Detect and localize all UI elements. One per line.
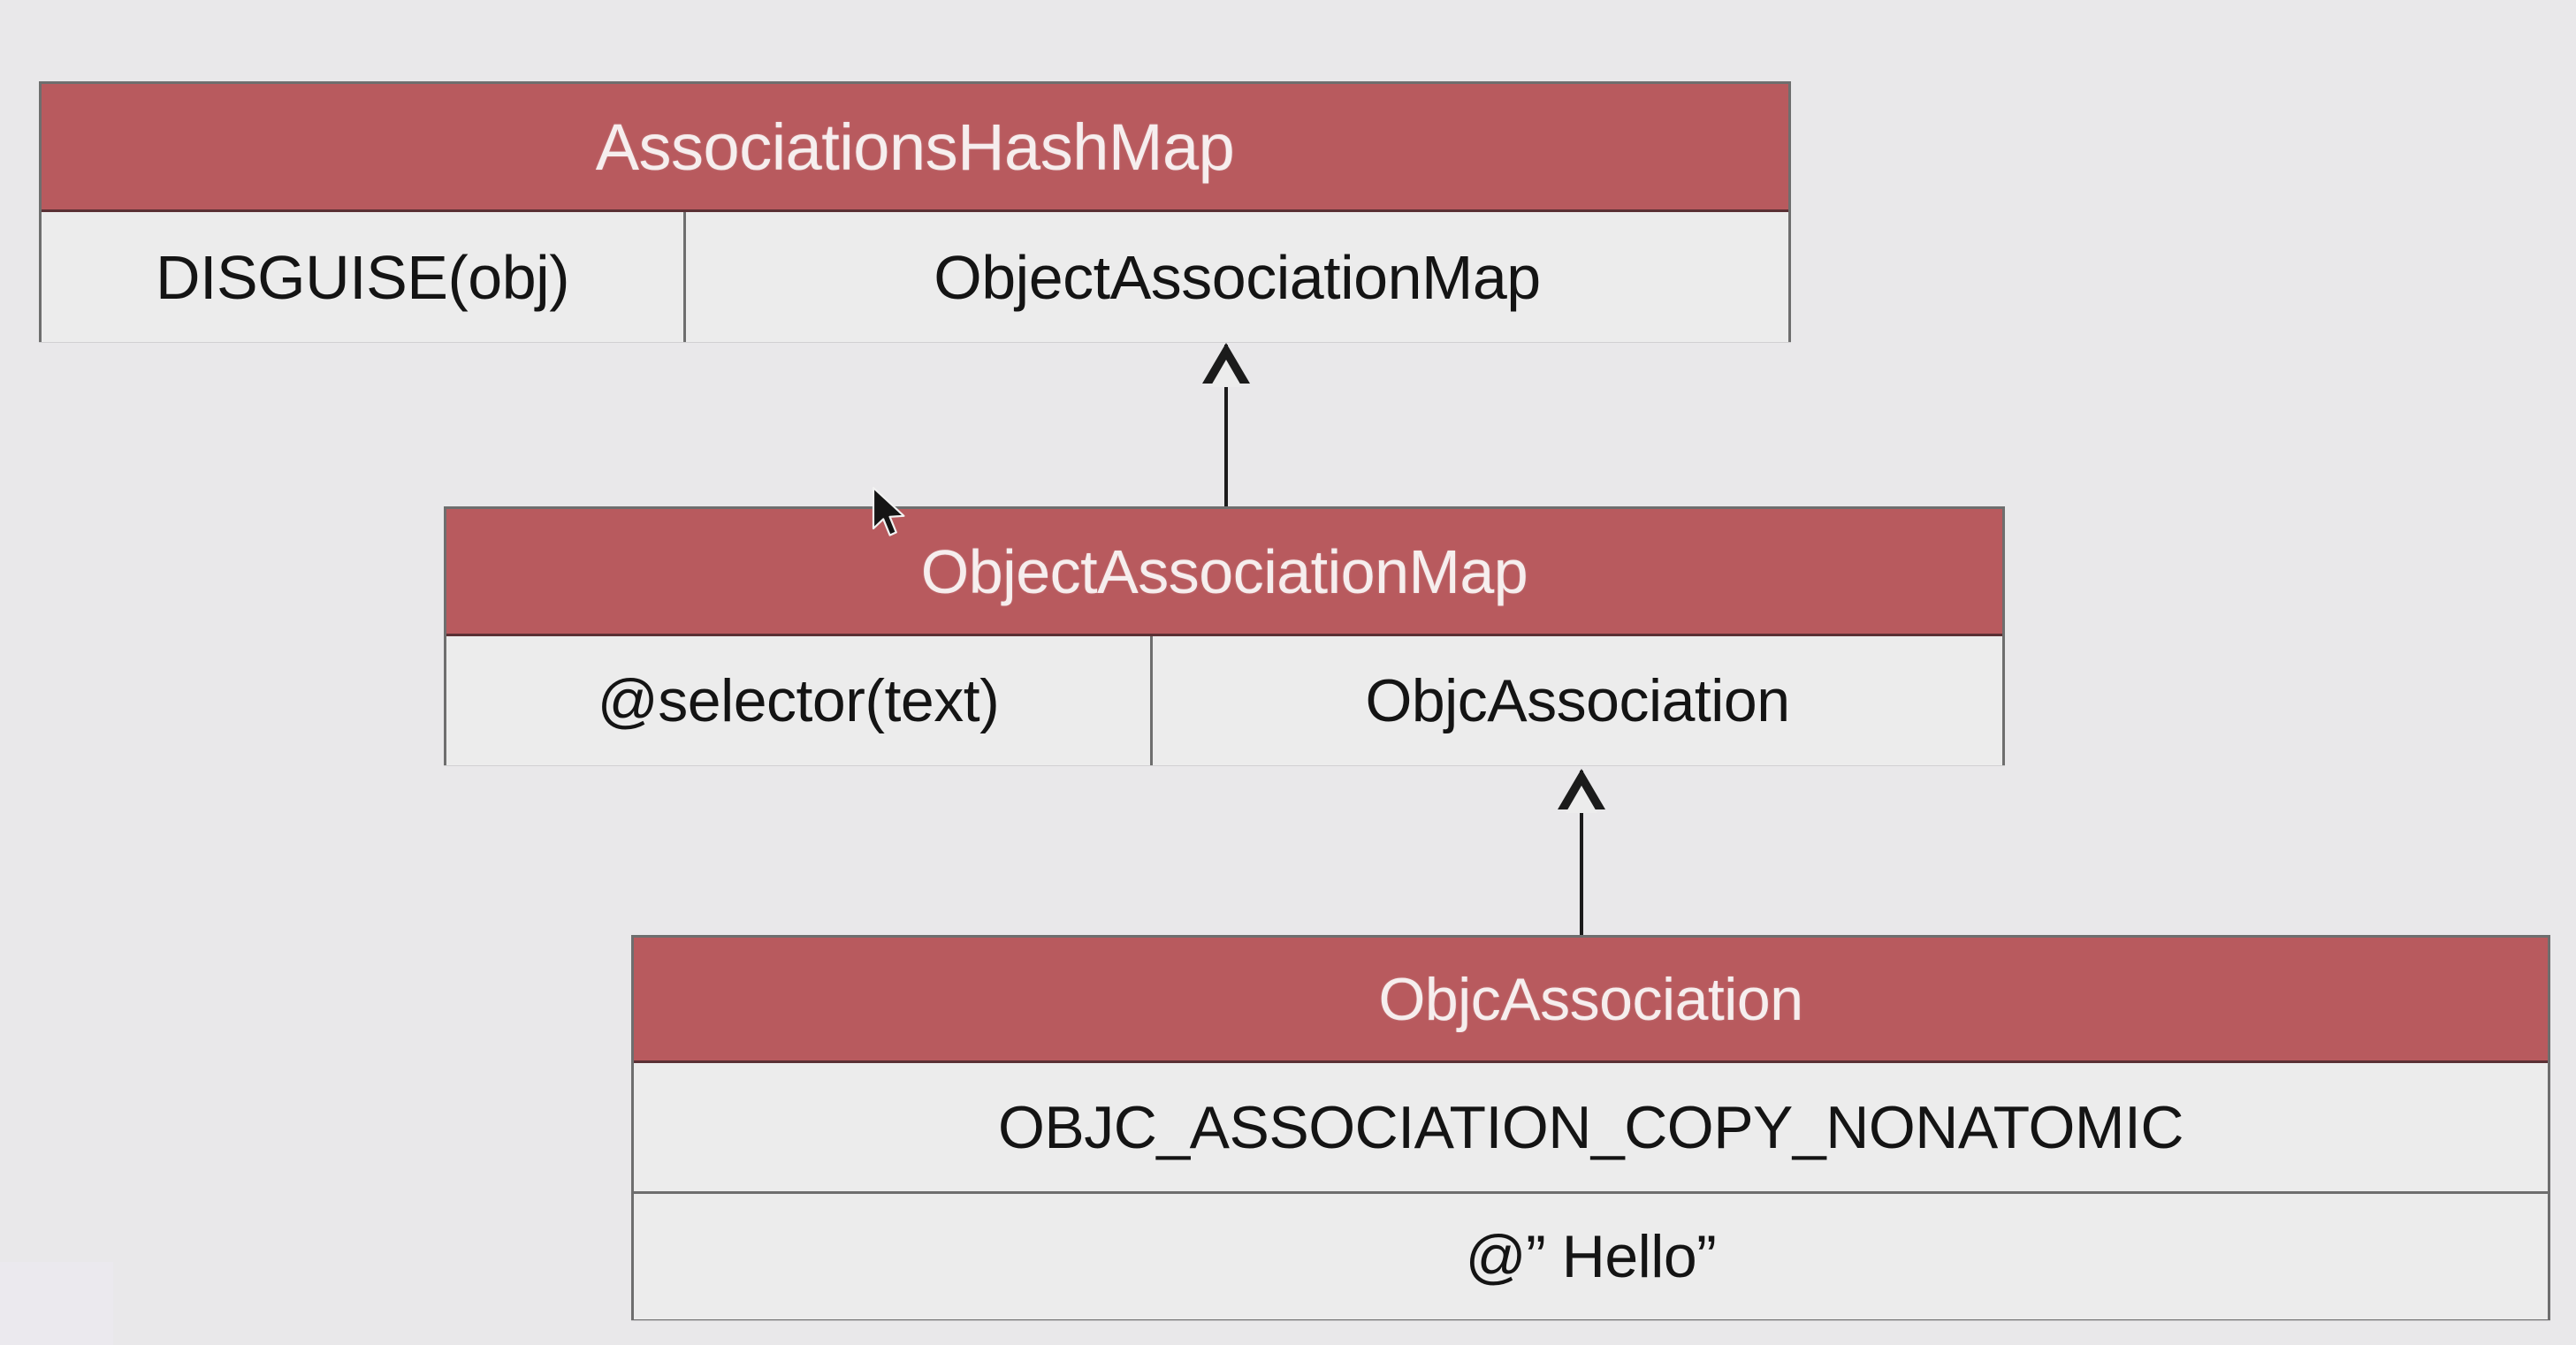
arrow-shaft: [1580, 771, 1583, 938]
class-box-object-association-map[interactable]: ObjectAssociationMap @selector(text) Obj…: [444, 506, 2005, 765]
arrow-object-association-map-to-associations-hashmap: [1202, 343, 1250, 509]
arrow-shaft: [1224, 345, 1228, 509]
cell-key-disguise-obj: DISGUISE(obj): [42, 212, 686, 342]
table-row: DISGUISE(obj) ObjectAssociationMap: [42, 212, 1788, 342]
class-title-associations-hashmap: AssociationsHashMap: [42, 84, 1788, 212]
class-title-objc-association: ObjcAssociation: [634, 938, 2548, 1063]
table-row: @” Hello”: [634, 1191, 2548, 1319]
cell-association-value: @” Hello”: [1465, 1223, 1717, 1290]
cell-key-selector-text: @selector(text): [446, 636, 1153, 765]
class-box-objc-association[interactable]: ObjcAssociation OBJC_ASSOCIATION_COPY_NO…: [631, 935, 2550, 1320]
arrow-head-up-icon: [1202, 343, 1250, 387]
cell-value-objc-association: ObjcAssociation: [1365, 667, 1790, 734]
cell-association-policy: OBJC_ASSOCIATION_COPY_NONATOMIC: [998, 1093, 2184, 1161]
table-row: @selector(text) ObjcAssociation: [446, 636, 2002, 765]
class-box-associations-hashmap[interactable]: AssociationsHashMap DISGUISE(obj) Object…: [39, 81, 1791, 342]
background-artifact: [0, 1262, 113, 1345]
table-row: OBJC_ASSOCIATION_COPY_NONATOMIC: [634, 1063, 2548, 1191]
arrow-head-up-icon: [1558, 769, 1605, 813]
arrow-objc-association-to-object-association-map: [1558, 769, 1605, 938]
cell-value-object-association-map: ObjectAssociationMap: [934, 242, 1541, 312]
class-title-object-association-map: ObjectAssociationMap: [446, 509, 2002, 636]
